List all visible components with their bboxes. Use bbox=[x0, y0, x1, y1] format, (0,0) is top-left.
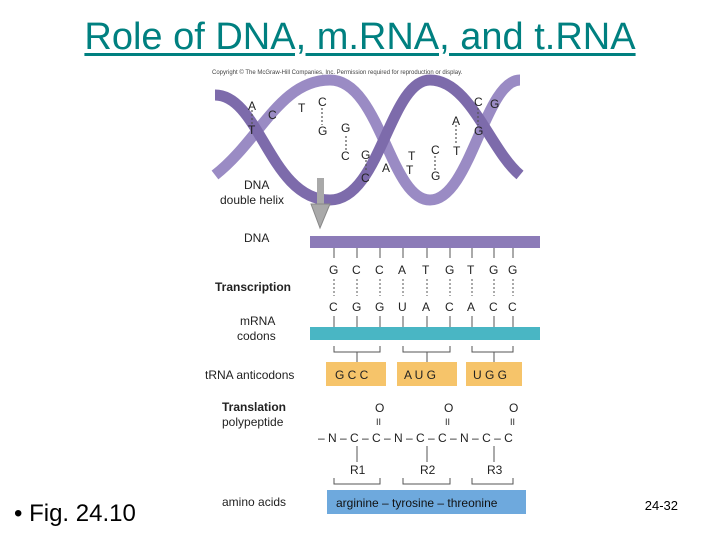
helix-base: G bbox=[490, 97, 499, 111]
figure-reference-text: Fig. 24.10 bbox=[29, 500, 136, 527]
oxygen-atom: O bbox=[444, 401, 453, 415]
helix-base: A bbox=[452, 114, 460, 128]
polypeptide-backbone: – N – C – C – N – C – C – N – C – C bbox=[318, 431, 513, 445]
double-bond: II bbox=[510, 417, 515, 427]
mrna-strand-bar bbox=[310, 327, 540, 340]
helix-backbone-back bbox=[214, 74, 524, 206]
double-bond: II bbox=[376, 417, 381, 427]
anticodon-text: U G G bbox=[473, 368, 507, 382]
amino-acid-chain: arginine – tyrosine – threonine bbox=[336, 496, 498, 510]
figure-reference-bullet: • Fig. 24.10 bbox=[14, 500, 136, 527]
mrna-base: C bbox=[508, 300, 517, 314]
page-number: 24-32 bbox=[644, 498, 678, 513]
anticodon-box bbox=[326, 362, 386, 386]
helix-base: T bbox=[408, 149, 416, 163]
r-group: R1 bbox=[350, 463, 366, 477]
copyright-notice: Copyright © The McGraw-Hill Companies, I… bbox=[212, 69, 463, 76]
helix-base: G bbox=[361, 148, 370, 162]
label-polypeptide: polypeptide bbox=[222, 415, 284, 429]
label-trna-anticodons: tRNA anticodons bbox=[205, 368, 294, 382]
dna-base: T bbox=[467, 263, 475, 277]
anticodon-box bbox=[397, 362, 457, 386]
label-double-helix: double helix bbox=[220, 193, 284, 207]
dna-base: T bbox=[422, 263, 430, 277]
amino-brackets bbox=[333, 478, 514, 485]
oxygen-atom: O bbox=[375, 401, 384, 415]
label-amino-acids: amino acids bbox=[222, 495, 286, 509]
dna-base: G bbox=[329, 263, 338, 277]
label-dna: DNA bbox=[244, 231, 269, 245]
dna-base: A bbox=[398, 263, 406, 277]
helix-base: C bbox=[341, 149, 350, 163]
helix-base-letters: A T C T C G G C G C A T C T G A T C G G bbox=[248, 95, 499, 185]
pairing-lines bbox=[333, 279, 514, 296]
polypeptide-structure: O O O II II II – N – C – C – N – C – C –… bbox=[318, 401, 518, 477]
helix-base: C bbox=[474, 95, 483, 109]
oxygen-atom: O bbox=[509, 401, 518, 415]
dna-strand-ticks bbox=[333, 248, 514, 258]
label-translation: Translation bbox=[222, 400, 286, 414]
anticodon-boxes bbox=[326, 362, 522, 386]
anticodon-box bbox=[466, 362, 522, 386]
amino-acid-bar bbox=[327, 490, 526, 514]
helix-base: A bbox=[248, 99, 256, 113]
r-group: R3 bbox=[487, 463, 503, 477]
helix-base: A bbox=[382, 161, 390, 175]
dna-base: G bbox=[508, 263, 517, 277]
mrna-base: G bbox=[375, 300, 384, 314]
helix-base: G bbox=[341, 121, 350, 135]
dna-double-helix bbox=[211, 74, 524, 206]
helix-base: G bbox=[431, 169, 440, 183]
slide-title: Role of DNA, m.RNA, and t.RNA bbox=[84, 16, 636, 58]
mrna-strand-ticks bbox=[333, 316, 514, 327]
helix-base: G bbox=[474, 124, 483, 138]
mrna-base: A bbox=[467, 300, 475, 314]
helix-base: C bbox=[361, 171, 370, 185]
down-arrow-icon bbox=[310, 178, 331, 230]
anticodon-text: A U G bbox=[404, 368, 436, 382]
r-group: R2 bbox=[420, 463, 436, 477]
helix-base: T bbox=[248, 123, 256, 137]
helix-base: T bbox=[453, 144, 461, 158]
helix-base: G bbox=[318, 124, 327, 138]
dna-strand-bases: G C C A T G T G G bbox=[329, 263, 517, 277]
mrna-base: C bbox=[329, 300, 338, 314]
mrna-base: C bbox=[445, 300, 454, 314]
helix-base: T bbox=[406, 163, 414, 177]
dna-strand-bar bbox=[310, 236, 540, 248]
dna-base: G bbox=[489, 263, 498, 277]
codon-brackets bbox=[333, 346, 514, 362]
label-codons: codons bbox=[237, 329, 276, 343]
label-transcription: Transcription bbox=[215, 280, 291, 294]
dna-base: C bbox=[352, 263, 361, 277]
helix-base: T bbox=[298, 101, 306, 115]
helix-base: C bbox=[431, 143, 440, 157]
label-mrna: mRNA bbox=[240, 314, 275, 328]
dna-base: C bbox=[375, 263, 384, 277]
label-dna-helix: DNA bbox=[244, 178, 269, 192]
mrna-base: G bbox=[352, 300, 361, 314]
helix-base: C bbox=[268, 108, 277, 122]
mrna-strand-bases: C G G U A C A C C bbox=[329, 300, 517, 314]
helix-base: C bbox=[318, 95, 327, 109]
anticodon-labels: G C C A U G U G G bbox=[335, 368, 507, 382]
double-bond: II bbox=[445, 417, 450, 427]
mrna-base: C bbox=[489, 300, 498, 314]
mrna-base: U bbox=[398, 300, 407, 314]
dna-base: G bbox=[445, 263, 454, 277]
mrna-base: A bbox=[422, 300, 430, 314]
anticodon-text: G C C bbox=[335, 368, 369, 382]
